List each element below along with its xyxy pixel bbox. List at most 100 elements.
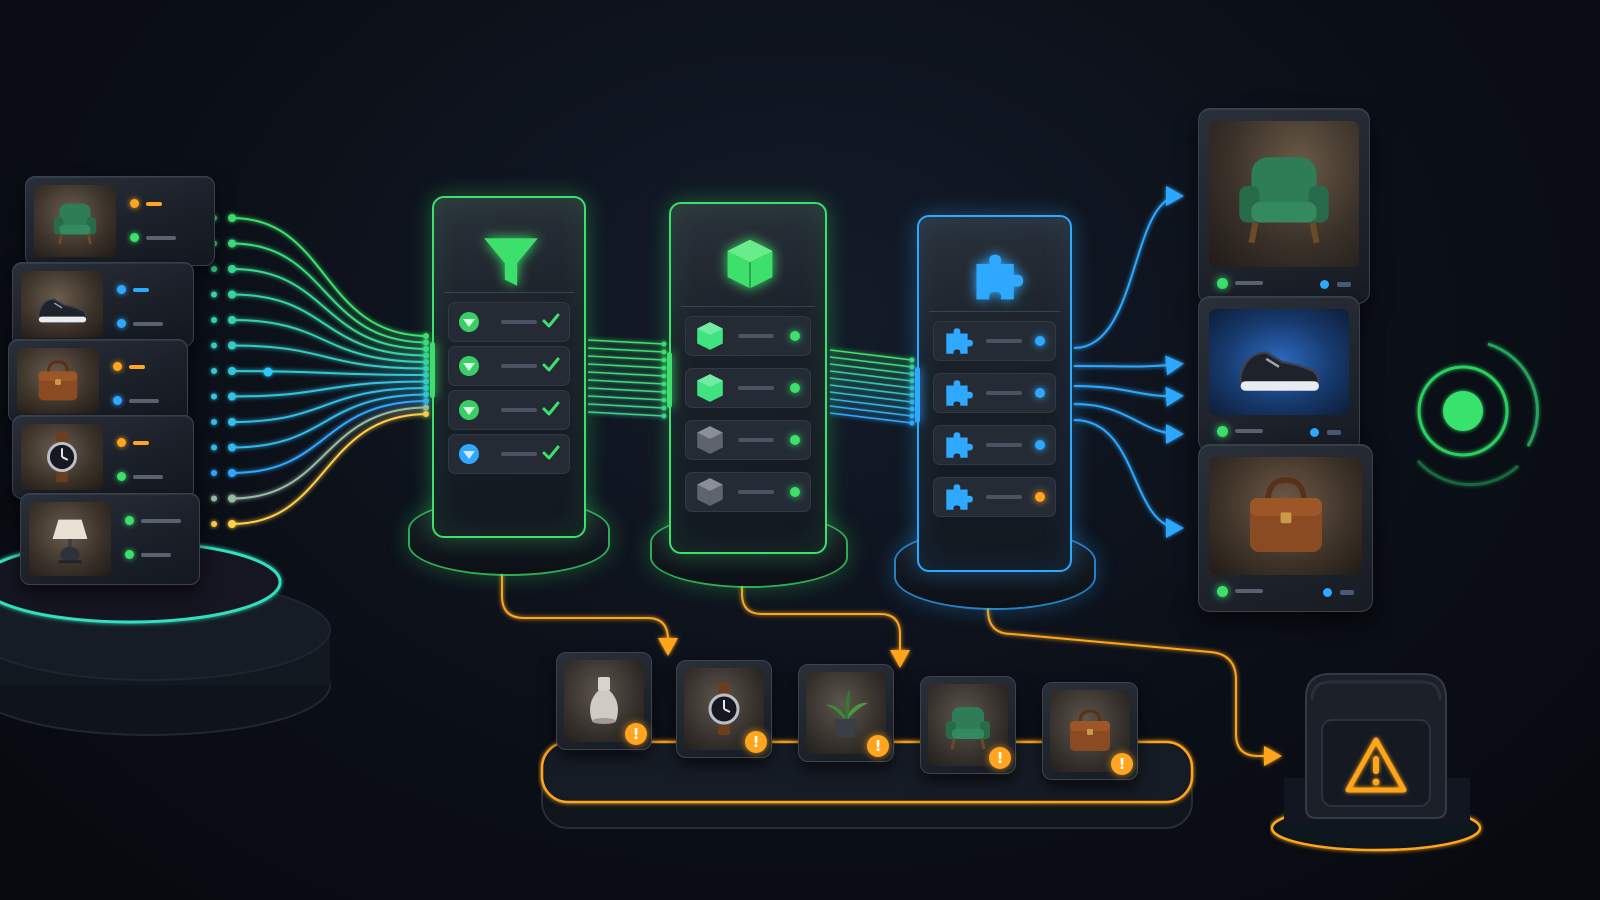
wire-node	[909, 357, 915, 363]
stage-row	[448, 390, 570, 430]
warning-badge: !	[745, 731, 767, 753]
rejected-item-card: !	[556, 652, 652, 750]
wire-node	[661, 381, 667, 387]
funnel-icon	[480, 230, 542, 296]
stage-link-wire	[829, 398, 913, 410]
wire-node	[909, 385, 915, 391]
wire-node	[211, 368, 217, 374]
wire-node	[661, 413, 667, 419]
input-wire	[231, 242, 429, 344]
wire-node	[661, 389, 667, 395]
row-bar	[986, 495, 1022, 499]
meta-bar	[141, 519, 181, 523]
armchair-icon	[928, 684, 1008, 766]
input-wires	[211, 214, 429, 528]
wire-node	[228, 239, 236, 248]
sneaker-icon	[1209, 309, 1349, 415]
wire-node	[228, 214, 236, 222]
cube-icon	[694, 320, 726, 356]
input-wire	[231, 380, 429, 398]
status-dot	[1035, 336, 1045, 346]
rejected-item-card: !	[1042, 682, 1138, 780]
wire-node	[228, 392, 236, 401]
status-dot	[117, 319, 126, 328]
input-wire	[231, 370, 429, 376]
wire-node	[228, 469, 236, 477]
status-dot	[790, 435, 800, 445]
status-dot	[113, 396, 122, 405]
wire-node	[211, 444, 217, 451]
wire-node	[661, 397, 667, 403]
stage-link-wire	[587, 355, 665, 361]
wire-node	[228, 494, 236, 503]
wire-node	[211, 393, 217, 400]
meta-bar	[1327, 430, 1341, 435]
wire-node	[211, 521, 217, 527]
wire-node	[423, 411, 429, 417]
wire-node	[211, 495, 217, 502]
input-wire	[231, 413, 429, 525]
puzzle-icon	[942, 325, 974, 361]
wire-node	[909, 364, 915, 370]
output-wire	[1073, 355, 1184, 376]
stage-link-wire	[829, 363, 913, 375]
stage-row	[448, 346, 570, 386]
status-dot	[790, 487, 800, 497]
wire-node	[211, 419, 217, 425]
input-wire	[231, 406, 429, 500]
input-wire	[231, 393, 429, 449]
wire-node	[909, 371, 915, 377]
stage-row	[685, 316, 811, 356]
status-dot	[117, 438, 126, 447]
wire-node	[909, 413, 915, 419]
input-wire	[231, 400, 429, 474]
stage-link-wire	[829, 412, 913, 424]
stage-input-port	[430, 341, 435, 398]
checkmark-icon	[541, 355, 561, 379]
status-dot	[1217, 426, 1228, 437]
checkmark-icon	[541, 311, 561, 335]
wristwatch-icon	[21, 424, 103, 490]
warning-badge: !	[625, 723, 647, 745]
meta-bar	[129, 399, 159, 403]
input-product-card	[12, 262, 194, 347]
status-dot	[1217, 586, 1228, 597]
info-circle-icon	[457, 442, 481, 470]
meta-bar	[146, 236, 176, 240]
check-circle-icon	[457, 354, 481, 382]
stage-link-wire	[587, 403, 665, 409]
row-bar	[501, 364, 537, 368]
wire-node	[909, 378, 915, 384]
wire-node	[228, 290, 236, 299]
warning-badge: !	[867, 735, 889, 757]
meta-bar	[133, 322, 163, 326]
stage-link-wire	[587, 339, 665, 345]
wire-node	[909, 420, 915, 426]
status-dot	[125, 516, 134, 525]
meta-bar	[1340, 590, 1354, 595]
input-product-card	[8, 339, 188, 423]
row-bar	[501, 320, 537, 324]
output-wire	[1073, 403, 1184, 444]
meta-bar	[133, 288, 149, 292]
reject-wires	[501, 498, 1282, 766]
status-dot	[1035, 440, 1045, 450]
meta-bar	[133, 475, 163, 479]
wire-node	[228, 443, 236, 452]
cube-icon	[694, 424, 726, 460]
wire-node	[228, 367, 236, 375]
stage-row	[685, 420, 811, 460]
sneaker-icon	[21, 271, 103, 338]
warning-badge: !	[1111, 753, 1133, 775]
stage-link-wire	[829, 391, 913, 403]
stage-row	[933, 373, 1056, 413]
wire-node	[423, 391, 429, 398]
stage-link-wire	[829, 384, 913, 396]
check-circle-icon	[457, 398, 481, 426]
warning-triangle-icon	[1345, 737, 1407, 793]
puzzle-icon	[942, 481, 974, 517]
status-dot	[125, 550, 134, 559]
wire-node	[423, 365, 429, 372]
stage-link-wire	[829, 370, 913, 382]
row-bar	[738, 334, 774, 338]
